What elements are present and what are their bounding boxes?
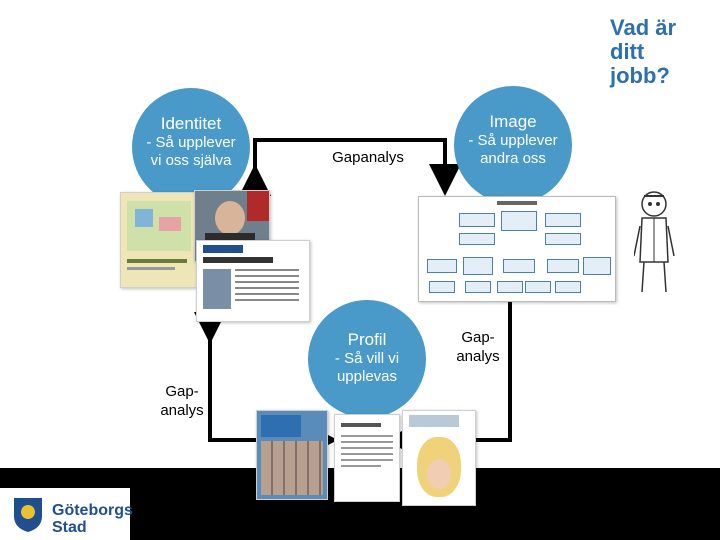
image-title: Image <box>489 112 537 131</box>
org-chart-image <box>418 196 616 302</box>
identitet-sub-1: - Så upplever <box>146 134 236 151</box>
profil-circle: Profil - Så vill vi upplevas <box>308 300 426 418</box>
identitet-sub-2: vi oss själva <box>150 152 232 169</box>
cartoon-man-illustration <box>634 191 675 293</box>
brand-line-1: Vad är <box>610 15 677 40</box>
campaign-poster-image <box>402 410 476 506</box>
gap-left-line-2: analys <box>160 402 204 419</box>
logo-line-1: Göteborgs <box>52 502 133 519</box>
goteborgs-stad-logo-text: Göteborgs Stad <box>52 502 133 536</box>
identitet-circle: Identitet - Så upplever vi oss själva <box>132 88 250 206</box>
image-circle: Image - Så upplever andra oss <box>454 86 572 204</box>
profil-title: Profil <box>347 330 387 349</box>
vad-ar-ditt-jobb-poster-image <box>256 410 328 500</box>
newspaper-page-image <box>196 240 310 322</box>
profil-sub-2: upplevas <box>336 368 398 385</box>
image-sub-2: andra oss <box>480 150 546 167</box>
arrow-identitet-image <box>239 138 461 196</box>
gapanalys-top-label: Gapanalys <box>332 149 404 166</box>
identity-brochure-image <box>120 192 200 288</box>
gap-right-label: Gap- analys <box>446 328 510 366</box>
profil-sub-1: - Så vill vi <box>334 350 400 367</box>
brand-line-2: ditt jobb? <box>610 39 670 88</box>
gap-left-line-1: Gap- <box>165 383 199 400</box>
gap-right-line-2: analys <box>456 348 500 365</box>
text-document-image <box>334 414 400 502</box>
logo-line-2: Stad <box>52 519 87 536</box>
goteborg-crest-icon <box>14 498 42 532</box>
gap-left-label: Gap- analys <box>150 382 214 420</box>
image-sub-1: - Så upplever <box>468 132 558 149</box>
identitet-title: Identitet <box>160 114 222 133</box>
gap-right-line-1: Gap- <box>461 329 495 346</box>
vad-ar-ditt-jobb-logo: Vad är ditt jobb? <box>610 15 708 88</box>
